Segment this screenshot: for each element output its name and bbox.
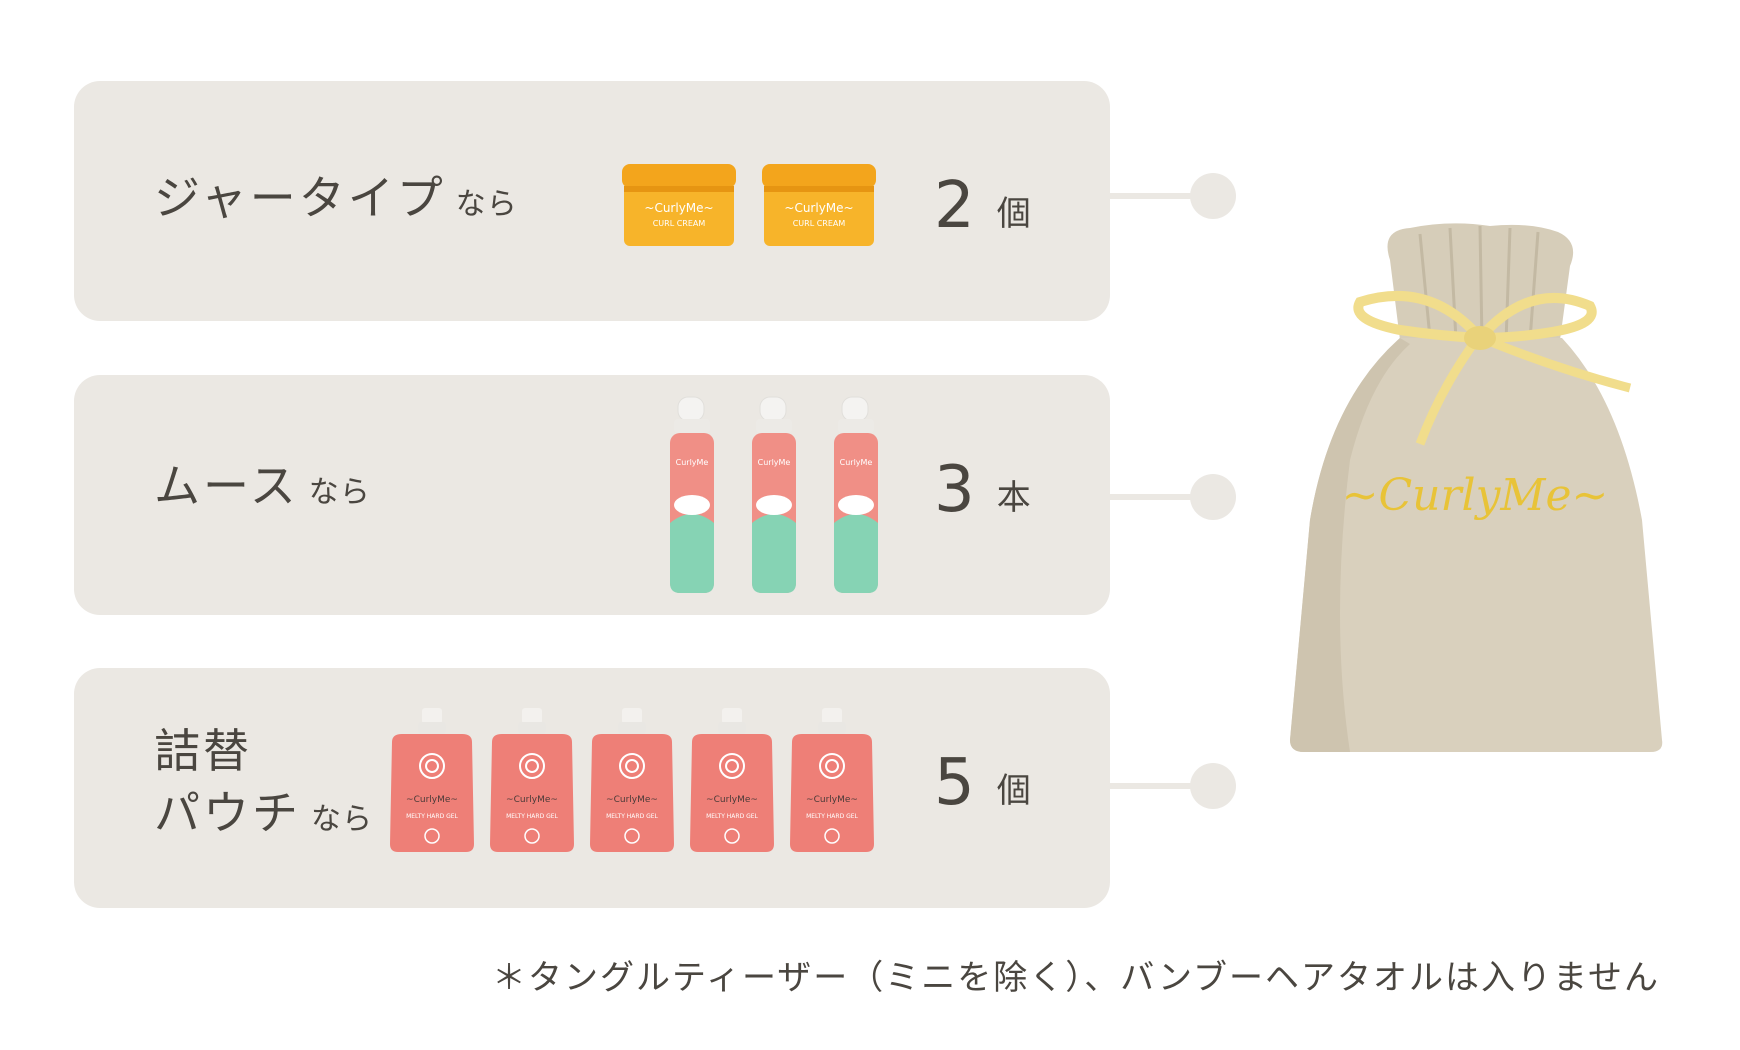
mousse-label: ムースなら <box>154 455 371 517</box>
pouch-text-line1: 詰替 <box>154 724 252 778</box>
pouch-product-3: ~CurlyMe~ MELTY HARD GEL <box>590 708 674 852</box>
mousse-product-1: CurlyMe <box>670 396 714 593</box>
mousse-connector-dot <box>1190 474 1236 520</box>
jar-type-text: ジャータイプ <box>154 171 446 225</box>
pouch-name-text: MELTY HARD GEL <box>606 813 658 820</box>
mousse-brand-text: CurlyMe <box>676 458 709 467</box>
pouch-brand-text: ~CurlyMe~ <box>806 795 858 805</box>
bag-brand-text: ~CurlyMe~ <box>1342 470 1609 521</box>
pouch-quantity-number: 5 <box>934 746 975 820</box>
pouch-connector-dot <box>1190 763 1236 809</box>
pouch-quantity-unit: 個 <box>996 771 1031 811</box>
gift-bag-image: ~CurlyMe~ <box>1290 223 1663 752</box>
pouch-name-text: MELTY HARD GEL <box>506 813 558 820</box>
pouch-name-text: MELTY HARD GEL <box>706 813 758 820</box>
jar-quantity-number: 2 <box>934 169 975 243</box>
jar-connector-line <box>1110 193 1192 199</box>
mousse-suffix: なら <box>308 475 371 510</box>
mousse-text: ムース <box>154 459 299 513</box>
jar-type-card: ジャータイプなら ~CurlyMe~ CURL CREAM ~CurlyMe~ … <box>74 81 1110 321</box>
jar-product-2: ~CurlyMe~ CURL CREAM <box>762 164 876 246</box>
pouch-product-1: ~CurlyMe~ MELTY HARD GEL <box>390 708 474 852</box>
pouch-brand-text: ~CurlyMe~ <box>706 795 758 805</box>
jar-type-suffix: なら <box>455 187 518 222</box>
jar-name-text: CURL CREAM <box>793 219 846 228</box>
pouch-name-text: MELTY HARD GEL <box>806 813 858 820</box>
jar-brand-text: ~CurlyMe~ <box>644 201 713 215</box>
jar-quantity-unit: 個 <box>996 194 1031 234</box>
jar-product-1: ~CurlyMe~ CURL CREAM <box>622 164 736 246</box>
pouch-card: 詰替 パウチなら ~CurlyMe~ MELTY HARD GEL ~Curly… <box>74 668 1110 908</box>
mousse-brand-text: CurlyMe <box>758 458 791 467</box>
jar-connector-dot <box>1190 173 1236 219</box>
mousse-brand-text: CurlyMe <box>840 458 873 467</box>
pouch-connector-line <box>1110 783 1192 789</box>
pouch-brand-text: ~CurlyMe~ <box>606 795 658 805</box>
pouch-brand-text: ~CurlyMe~ <box>506 795 558 805</box>
mousse-quantity-number: 3 <box>934 453 975 527</box>
pouch-text-line2: パウチ <box>154 786 301 841</box>
jar-brand-text: ~CurlyMe~ <box>784 201 853 215</box>
footnote: ＊タングルティーザー（ミニを除く）、バンブーヘアタオルは入りません <box>492 958 1660 998</box>
pouch-product-4: ~CurlyMe~ MELTY HARD GEL <box>690 708 774 852</box>
mousse-quantity-unit: 本 <box>996 478 1031 518</box>
jar-name-text: CURL CREAM <box>653 219 706 228</box>
mousse-connector-line <box>1110 494 1192 500</box>
pouch-product-2: ~CurlyMe~ MELTY HARD GEL <box>490 708 574 852</box>
pouch-product-5: ~CurlyMe~ MELTY HARD GEL <box>790 708 874 852</box>
pouch-brand-text: ~CurlyMe~ <box>406 795 458 805</box>
jar-type-label: ジャータイプなら <box>154 167 518 229</box>
pouch-label: 詰替 パウチなら <box>154 720 373 844</box>
mousse-product-2: CurlyMe <box>752 396 796 593</box>
pouch-name-text: MELTY HARD GEL <box>406 813 458 820</box>
pouch-suffix: なら <box>311 802 373 838</box>
mousse-product-3: CurlyMe <box>834 396 878 593</box>
